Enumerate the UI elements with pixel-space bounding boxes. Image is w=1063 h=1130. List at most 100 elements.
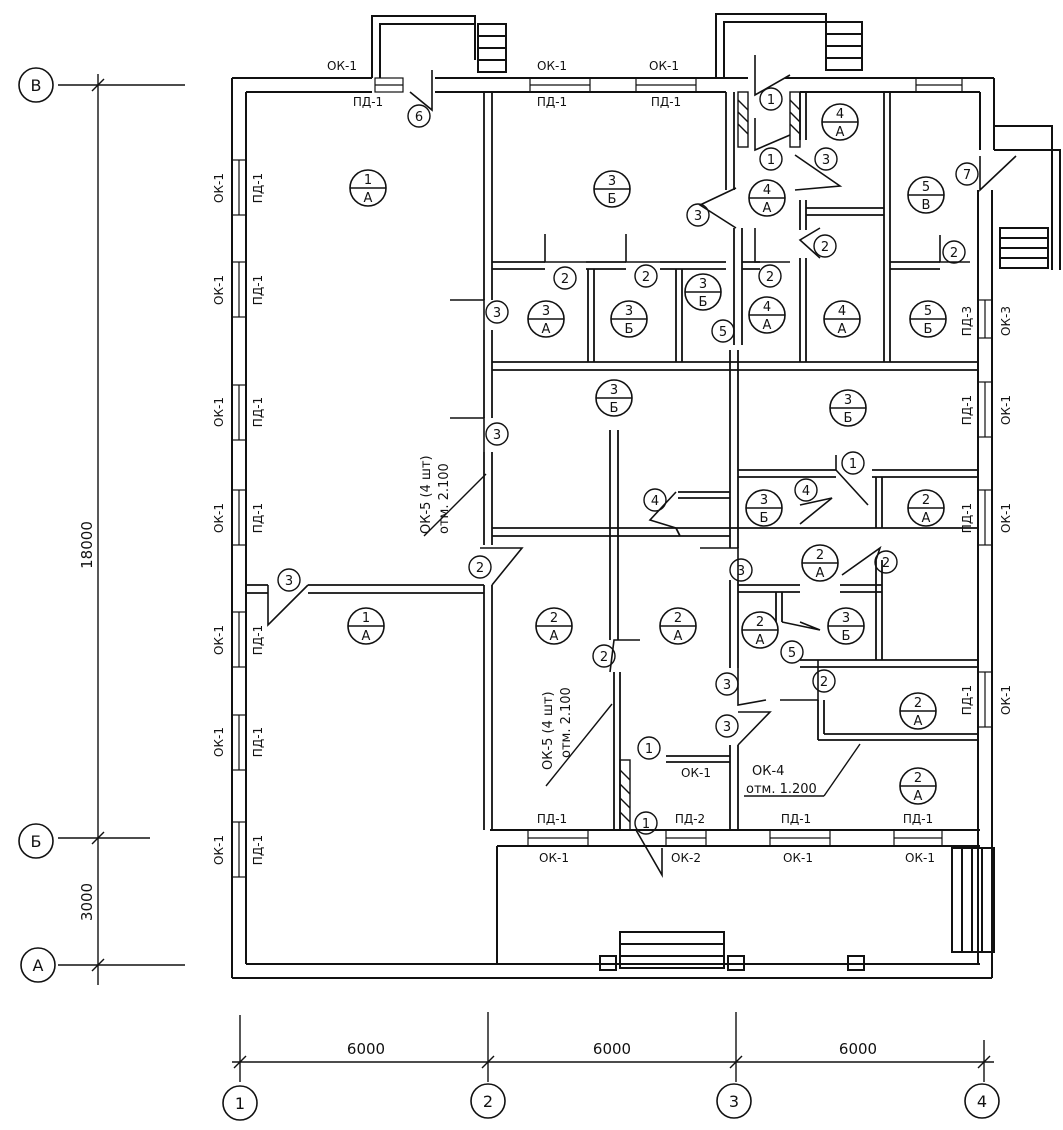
door-mark-number: 1 (767, 93, 775, 108)
room-marker-circles (347, 103, 947, 805)
win-label: ПД-1 (960, 685, 974, 715)
door-mark-number: 3 (737, 564, 745, 579)
porch-right (994, 125, 1061, 270)
room-class: Б (699, 295, 708, 310)
room-class: Б (924, 322, 933, 337)
room-number: 4 (836, 107, 844, 122)
win-label: ПД-1 (960, 503, 974, 533)
win-label: ПД-1 (903, 812, 933, 826)
door-mark-number: 1 (849, 457, 857, 472)
axis-label-v: В (31, 76, 42, 95)
win-label: ПД-1 (537, 812, 567, 826)
door-mark-number: 2 (476, 561, 484, 576)
win-label: ОК-1 (212, 173, 226, 203)
door-mark-number: 3 (723, 720, 731, 735)
win-label: ОК-1 (905, 851, 935, 865)
win-label: ОК-3 (999, 306, 1013, 336)
win-label: ПД-1 (781, 812, 811, 826)
room-class: А (922, 511, 931, 526)
room-number: 3 (608, 174, 616, 189)
door-mark-number: 1 (767, 153, 775, 168)
door-mark-number: 2 (820, 675, 828, 690)
axis-label-2: 2 (483, 1092, 493, 1111)
room-class: Б (842, 629, 851, 644)
win-label: ПД-1 (251, 275, 265, 305)
room-number: 2 (922, 493, 930, 508)
window-labels: ОК-1 ПД-1 ОК-1 ПД-1 ОК-1 ПД-1 ОК-1 ПД-1 … (212, 59, 1013, 865)
room-number: 3 (699, 277, 707, 292)
room-class: Б (844, 411, 853, 426)
win-label: ОК-1 (327, 59, 357, 73)
dimension-labels: 6000 6000 6000 18000 3000 (78, 521, 877, 1058)
door-mark-number: 2 (821, 240, 829, 255)
room-class: А (763, 201, 772, 216)
room-class: А (550, 629, 559, 644)
porch-top-left (371, 15, 507, 78)
win-label: ПД-3 (960, 306, 974, 336)
win-label: ПД-1 (251, 397, 265, 427)
room-class: А (838, 322, 847, 337)
axis-label-b: Б (31, 832, 42, 851)
win-label: ОК-1 (212, 727, 226, 757)
outer-walls (231, 77, 995, 979)
axis-bubbles (18, 67, 1000, 1121)
note-ok4-line1: ОК-4 (752, 764, 784, 779)
room-number: 1 (362, 611, 370, 626)
door-mark-circles (277, 87, 979, 835)
room-number: 2 (550, 611, 558, 626)
door-mark-number: 2 (882, 556, 890, 571)
door-mark-number: 2 (766, 270, 774, 285)
door-mark-number: 3 (822, 153, 830, 168)
axis-label-4: 4 (977, 1092, 987, 1111)
axis-labels: В Б А 1 2 3 4 (31, 76, 988, 1113)
win-label: ОК-1 (212, 275, 226, 305)
axis-label-a: А (33, 956, 44, 975)
room-number: 3 (610, 383, 618, 398)
win-label: ОК-1 (212, 625, 226, 655)
room-number: 4 (763, 300, 771, 315)
room-number: 3 (844, 393, 852, 408)
room-class: Б (610, 401, 619, 416)
note-ok5-top-line1: ОК-5 (4 шт) (419, 455, 434, 534)
room-number: 3 (842, 611, 850, 626)
notes: ОК-5 (4 шт) отм. 2.100 ОК-5 (4 шт) отм. … (419, 455, 817, 797)
room-number: 2 (914, 696, 922, 711)
room-number: 3 (760, 493, 768, 508)
win-label: ОК-1 (539, 851, 569, 865)
door-mark-number: 2 (561, 272, 569, 287)
room-class: А (836, 125, 845, 140)
door-mark-number: 2 (600, 650, 608, 665)
door-mark-number: 4 (802, 484, 810, 499)
win-label: ПД-1 (251, 173, 265, 203)
win-label: ПД-1 (251, 835, 265, 865)
room-number: 1 (364, 173, 372, 188)
dim-left-total: 18000 (78, 521, 96, 569)
win-label: ПД-1 (251, 727, 265, 757)
dim-left-lower: 3000 (78, 883, 96, 921)
hatched-blocks (619, 91, 801, 831)
dim-bottom-3: 6000 (839, 1040, 877, 1058)
note-ok4-line2: отм. 1.200 (746, 782, 817, 797)
door-mark-number: 1 (645, 742, 653, 757)
win-label: ОК-1 (212, 503, 226, 533)
win-label: ПД-1 (251, 503, 265, 533)
interior-walls (246, 92, 978, 830)
door-mark-number: 3 (285, 574, 293, 589)
dim-bottom-2: 6000 (593, 1040, 631, 1058)
door-mark-number: 3 (694, 209, 702, 224)
door-swings (267, 55, 1017, 878)
room-class: Б (760, 511, 769, 526)
room-class: А (914, 714, 923, 729)
room-number: 4 (763, 183, 771, 198)
room-class: А (674, 629, 683, 644)
room-class: А (364, 191, 373, 206)
win-label: ПД-1 (251, 625, 265, 655)
win-label: ПД-2 (675, 812, 705, 826)
room-class: А (756, 633, 765, 648)
door-mark-number: 1 (642, 817, 650, 832)
door-mark-number: 2 (642, 270, 650, 285)
room-number: 2 (914, 771, 922, 786)
win-label: ОК-1 (681, 766, 711, 780)
